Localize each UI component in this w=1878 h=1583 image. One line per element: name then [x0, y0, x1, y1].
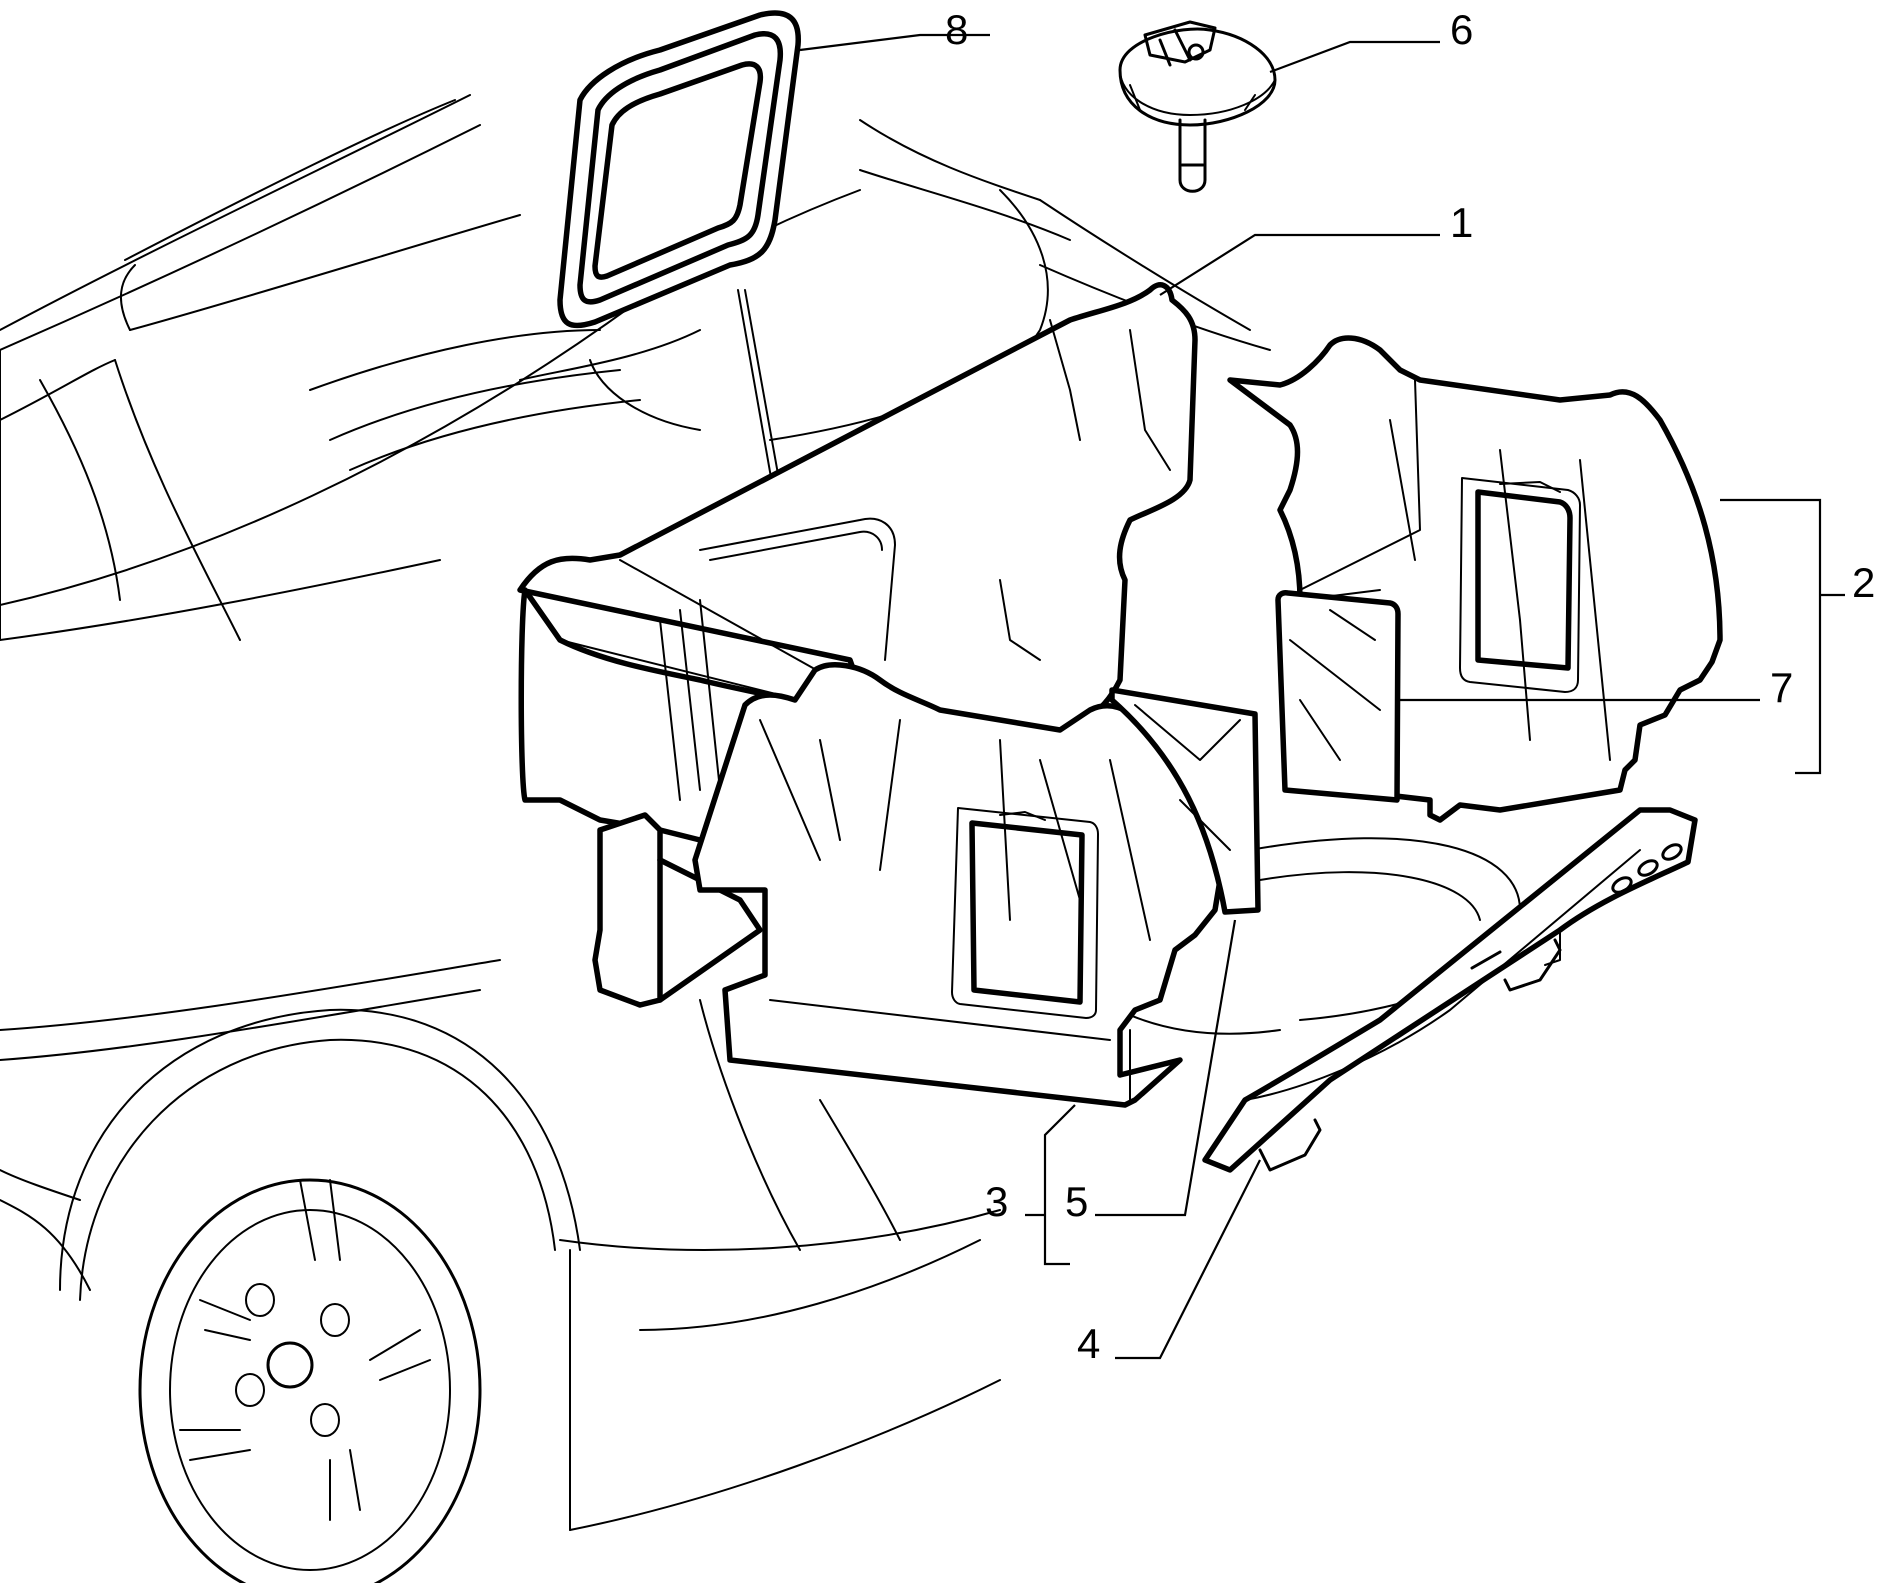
callout-8-label: 8 — [945, 6, 968, 53]
part-5-side-strip — [1109, 687, 1261, 915]
callout-6-label: 6 — [1450, 6, 1473, 53]
callout-4-label: 4 — [1077, 1320, 1100, 1367]
rear-wheel — [59, 1008, 581, 1583]
callout-5: 5 — [1065, 919, 1237, 1225]
callout-7-label: 7 — [1770, 664, 1793, 711]
callout-7: 7 — [1398, 664, 1793, 711]
callout-2: 2 — [1720, 498, 1875, 775]
callout-3: 3 — [985, 1104, 1076, 1266]
callout-5-label: 5 — [1065, 1178, 1088, 1225]
callout-3-label: 3 — [985, 1178, 1008, 1225]
callout-8: 8 — [799, 6, 990, 53]
part-7-small-panel — [1275, 590, 1401, 803]
part-6-fastener — [1118, 20, 1277, 193]
part-8-window-seal — [557, 10, 801, 541]
callout-1: 1 — [1159, 199, 1473, 296]
part-3-left-side-panel — [692, 662, 1223, 1108]
part-4-sill-trim — [1202, 807, 1698, 1173]
callout-2-label: 2 — [1852, 559, 1875, 606]
callout-6: 6 — [1269, 6, 1473, 74]
callout-4: 4 — [1077, 1159, 1261, 1367]
callout-1-label: 1 — [1450, 199, 1473, 246]
